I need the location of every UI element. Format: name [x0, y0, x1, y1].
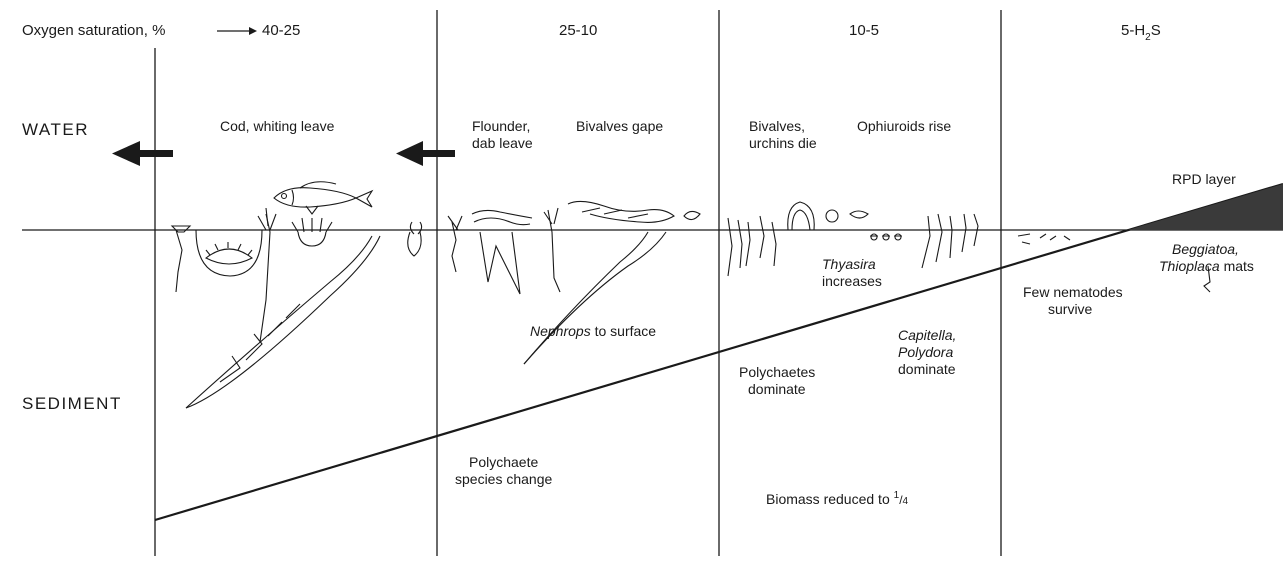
zone-label-5-h2s: 5-H2S [1121, 22, 1161, 43]
leave-arrow-middle [396, 141, 455, 166]
few-nematodes-label-1: Few nematodes [1023, 284, 1123, 300]
capitella-dominate-label: dominate [898, 361, 956, 377]
organism-sketches [170, 181, 1211, 409]
nephrops-burrow-left [185, 235, 381, 409]
rpd-shaded-wedge [1128, 184, 1283, 230]
ophiuroids-label: Ophiuroids rise [857, 118, 951, 134]
axis-arrow [217, 27, 257, 35]
seapen-drawing [257, 207, 277, 343]
dead-bivalves-drawing [787, 201, 902, 241]
sediment-label: SEDIMENT [22, 394, 122, 413]
polydora-label: Polydora [898, 344, 953, 360]
capitella-label: Capitella, [898, 327, 956, 343]
anemone-drawing [170, 225, 192, 293]
biomass-label: Biomass reduced to 1/4 [766, 490, 909, 507]
clam-drawing-1 [407, 221, 423, 257]
worm-tubes-zone2 [447, 207, 561, 295]
thioplaca-label: Thioplaca mats [1159, 258, 1254, 274]
ophiuroid-tubes [921, 213, 979, 269]
oxygen-axis-label: Oxygen saturation, % [22, 22, 165, 39]
thyasira-increases-label: increases [822, 273, 882, 289]
cod-whiting-label: Cod, whiting leave [220, 118, 335, 134]
polychaetes-label-2: dominate [748, 381, 806, 397]
worm-tubes-zone3 [727, 215, 777, 277]
beggiatoa-label: Beggiatoa, [1172, 241, 1239, 257]
nematode-marks [1017, 233, 1071, 245]
beggiatoa-mat-mark [1203, 265, 1211, 293]
zone-label-40-25: 40-25 [262, 22, 300, 39]
bivalves-die-label-2: urchins die [749, 135, 817, 151]
few-nematodes-label-2: survive [1048, 301, 1093, 317]
rpd-depth-line [154, 182, 1283, 522]
rpd-layer-label: RPD layer [1172, 171, 1236, 187]
zone-label-10-5: 10-5 [849, 22, 879, 39]
polychaetes-label-1: Polychaetes [739, 364, 815, 380]
bivalves-die-label-1: Bivalves, [749, 118, 805, 134]
polychaete-species-label-1: Polychaete [469, 454, 538, 470]
zone-label-25-10: 25-10 [559, 22, 597, 39]
nephrops-burrow-middle [523, 231, 667, 365]
leave-arrow-left [112, 141, 173, 166]
flounder-label-2: dab leave [472, 135, 533, 151]
bivalves-gape-label: Bivalves gape [576, 118, 663, 134]
polychaete-species-label-2: species change [455, 471, 553, 487]
nephrops-label: Nephrops to surface [530, 323, 656, 339]
thyasira-label: Thyasira [822, 256, 876, 272]
flatfish-drawings [471, 200, 701, 226]
burrowing-urchin-drawing [195, 229, 263, 277]
fish-drawing [273, 181, 374, 215]
water-label: WATER [22, 120, 89, 139]
flounder-label-1: Flounder, [472, 118, 530, 134]
tube-anemone-drawing [291, 217, 333, 247]
